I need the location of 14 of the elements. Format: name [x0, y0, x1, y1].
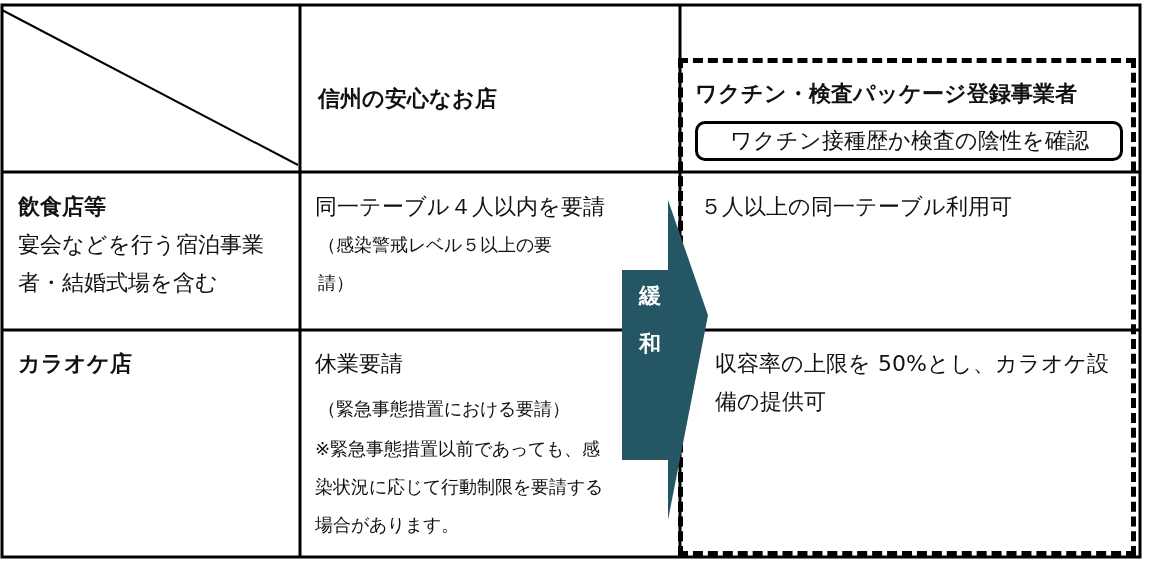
column-heading: ワクチン・検査パッケージ登録事業者	[695, 80, 1077, 108]
row-heading: カラオケ店	[18, 350, 133, 378]
cell-text: 休業要請	[315, 350, 404, 378]
cell-text: （感染警戒レベル５以上の要請）	[318, 233, 553, 295]
cell-text: （緊急事態措置における要請）	[318, 397, 571, 421]
row-heading: 飲食店等	[18, 193, 107, 221]
cell-text: ※緊急事態措置以前であっても、感染状況に応じて行動制限を要請する場合があります。	[315, 437, 604, 537]
cell-text: 宴会などを行う宿泊事業者・結婚式場を含む	[18, 231, 265, 297]
cell-text: 同一テーブル４人以内を要請	[315, 193, 606, 221]
column-heading: 信州の安心なお店	[318, 85, 498, 113]
cell-text: 収容率の上限を 50%とし、カラオケ設備の提供可	[715, 350, 1110, 416]
rounded-box: ワクチン接種歴か検査の陰性を確認	[695, 121, 1123, 161]
cell-text: ５人以上の同一テーブル利用可	[700, 193, 1013, 221]
arrow-label: 緩和	[637, 282, 662, 358]
